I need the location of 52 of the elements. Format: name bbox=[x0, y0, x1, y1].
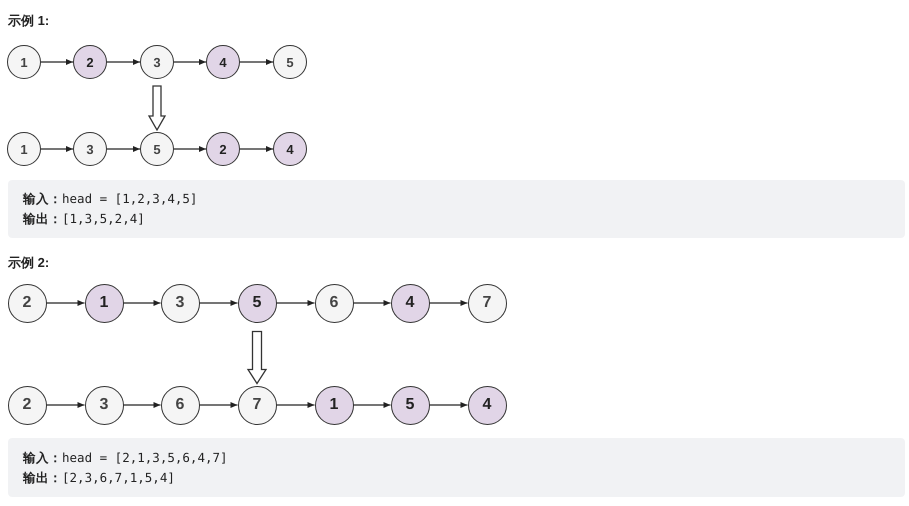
arrow bbox=[240, 59, 273, 65]
arrow bbox=[107, 59, 140, 65]
list-node-circle: 1 bbox=[7, 132, 41, 166]
list-node-circle: 1 bbox=[84, 284, 124, 322]
arrow bbox=[41, 146, 73, 152]
list-node-circle: 7 bbox=[238, 386, 276, 424]
arrow bbox=[174, 59, 206, 65]
list-node-circle: 1 bbox=[314, 386, 354, 424]
arrow bbox=[124, 402, 160, 408]
list-node-circle: 3 bbox=[73, 132, 107, 166]
list-node-circle: 7 bbox=[468, 284, 506, 322]
arrow bbox=[46, 402, 84, 408]
list-node-circle: 5 bbox=[238, 284, 276, 322]
code-line: 输入：head = [2,1,3,5,6,4,7] bbox=[23, 450, 228, 467]
example-heading: 示例 1: bbox=[8, 12, 50, 30]
example-heading: 示例 2: bbox=[8, 254, 50, 272]
list-node-circle: 5 bbox=[390, 386, 430, 424]
arrow bbox=[200, 300, 238, 306]
arrow bbox=[430, 300, 468, 306]
arrow bbox=[354, 300, 390, 306]
arrow bbox=[46, 300, 84, 306]
arrow bbox=[174, 146, 206, 152]
list-node-circle: 3 bbox=[84, 386, 124, 424]
list-node-circle: 4 bbox=[390, 284, 430, 322]
list-node-circle: 6 bbox=[160, 386, 200, 424]
list-node-circle: 4 bbox=[273, 132, 307, 166]
arrow bbox=[430, 402, 468, 408]
arrow bbox=[124, 300, 160, 306]
list-node-circle: 2 bbox=[8, 386, 46, 424]
list-node-circle: 3 bbox=[160, 284, 200, 322]
arrow bbox=[276, 300, 314, 306]
block-arrow bbox=[246, 330, 268, 385]
list-node-circle: 5 bbox=[273, 45, 307, 79]
list-node-circle: 1 bbox=[7, 45, 41, 79]
block-arrow bbox=[148, 85, 166, 132]
list-node-circle: 6 bbox=[314, 284, 354, 322]
arrow bbox=[354, 402, 390, 408]
code-line: 输出：[1,3,5,2,4] bbox=[23, 211, 145, 228]
code-line: 输入：head = [1,2,3,4,5] bbox=[23, 191, 198, 208]
list-node-circle: 5 bbox=[140, 132, 174, 166]
list-node-circle: 4 bbox=[468, 386, 506, 424]
arrow bbox=[240, 146, 273, 152]
arrow bbox=[200, 402, 238, 408]
code-line: 输出：[2,3,6,7,1,5,4] bbox=[23, 470, 175, 487]
arrow bbox=[276, 402, 314, 408]
list-node-circle: 2 bbox=[8, 284, 46, 322]
list-node-circle: 2 bbox=[73, 45, 107, 79]
list-node-circle: 3 bbox=[140, 45, 174, 79]
list-node-circle: 2 bbox=[206, 132, 240, 166]
list-node-circle: 4 bbox=[206, 45, 240, 79]
arrow bbox=[41, 59, 73, 65]
arrow bbox=[107, 146, 140, 152]
